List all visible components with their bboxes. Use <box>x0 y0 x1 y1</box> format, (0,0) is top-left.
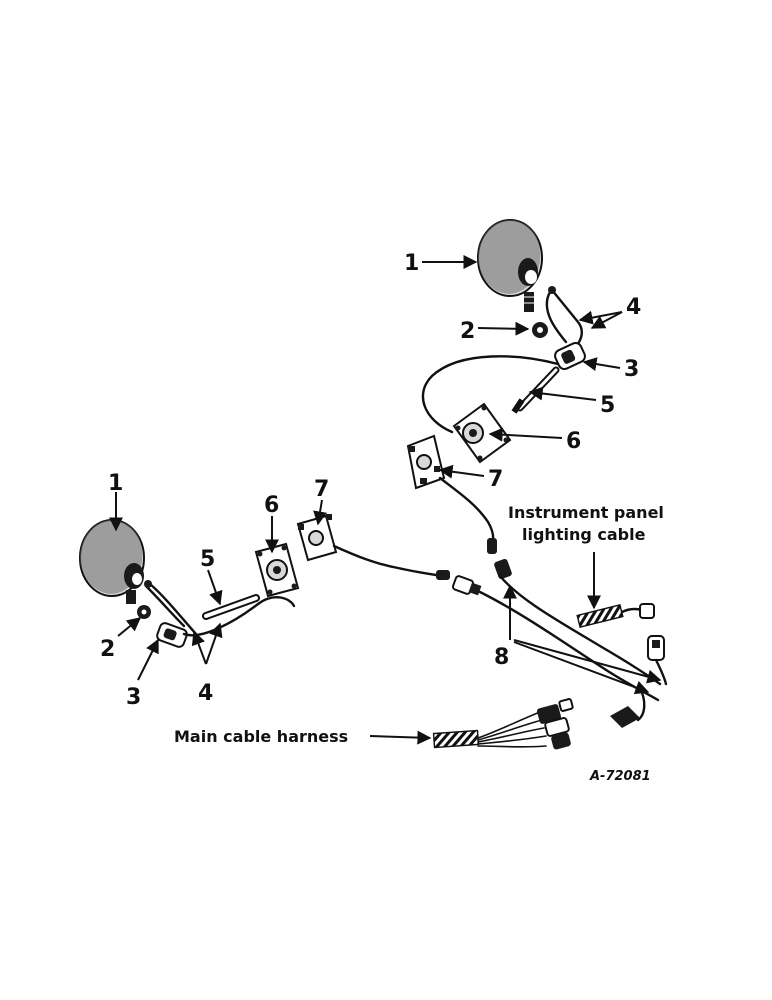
main-cable-harness <box>432 698 574 750</box>
left-lamp-wires <box>144 580 198 636</box>
left-connector-body <box>156 622 188 648</box>
right-bullet-connector <box>487 538 497 554</box>
callout-right-5: 5 <box>600 393 615 418</box>
callout-right-1: 1 <box>404 251 419 276</box>
right-switch-plate <box>452 402 512 464</box>
right-loop-wire <box>421 355 560 434</box>
leader-lines <box>109 255 662 745</box>
left-plate-wire <box>332 544 444 578</box>
left-switch-plate <box>254 542 300 598</box>
harness-connector-b <box>494 558 512 580</box>
right-headlamp <box>477 219 543 312</box>
callout-harness-8: 8 <box>494 645 509 670</box>
harness-short-wire <box>636 686 646 722</box>
harness-terminal-c <box>610 706 640 728</box>
figure-id: A-72081 <box>589 769 651 784</box>
instrument-caption-line2: lighting cable <box>522 525 646 544</box>
callout-left-6: 6 <box>264 493 279 518</box>
callout-left-5: 5 <box>200 547 215 572</box>
callout-left-1: 1 <box>108 471 123 496</box>
left-switch-rod <box>202 594 260 620</box>
callout-right-2: 2 <box>460 319 475 344</box>
callout-left-3: 3 <box>126 685 141 710</box>
right-connector-body <box>554 341 586 371</box>
main-harness-caption: Main cable harness <box>174 727 348 746</box>
callout-right-3: 3 <box>624 357 639 382</box>
harness-branch-wire <box>498 574 662 686</box>
left-headlamp <box>79 519 145 604</box>
callout-right-4: 4 <box>626 295 641 320</box>
callout-left-4: 4 <box>198 681 213 706</box>
right-lamp-nut <box>532 322 548 338</box>
left-lamp-nut <box>137 605 151 619</box>
callout-right-7: 7 <box>488 467 503 492</box>
right-switch-rod <box>511 366 560 414</box>
callout-left-2: 2 <box>100 637 115 662</box>
right-lamp-wires <box>545 286 583 352</box>
instrument-caption-line1: Instrument panel <box>508 503 664 522</box>
callout-left-7: 7 <box>314 477 329 502</box>
callout-right-6: 6 <box>566 429 581 454</box>
harness-connector-a <box>451 575 482 596</box>
right-plate-wire <box>438 476 495 548</box>
instrument-cable <box>576 603 668 686</box>
left-bullet-connector <box>436 570 450 580</box>
left-gasket-plate <box>296 514 338 562</box>
right-gasket-plate <box>406 434 446 490</box>
